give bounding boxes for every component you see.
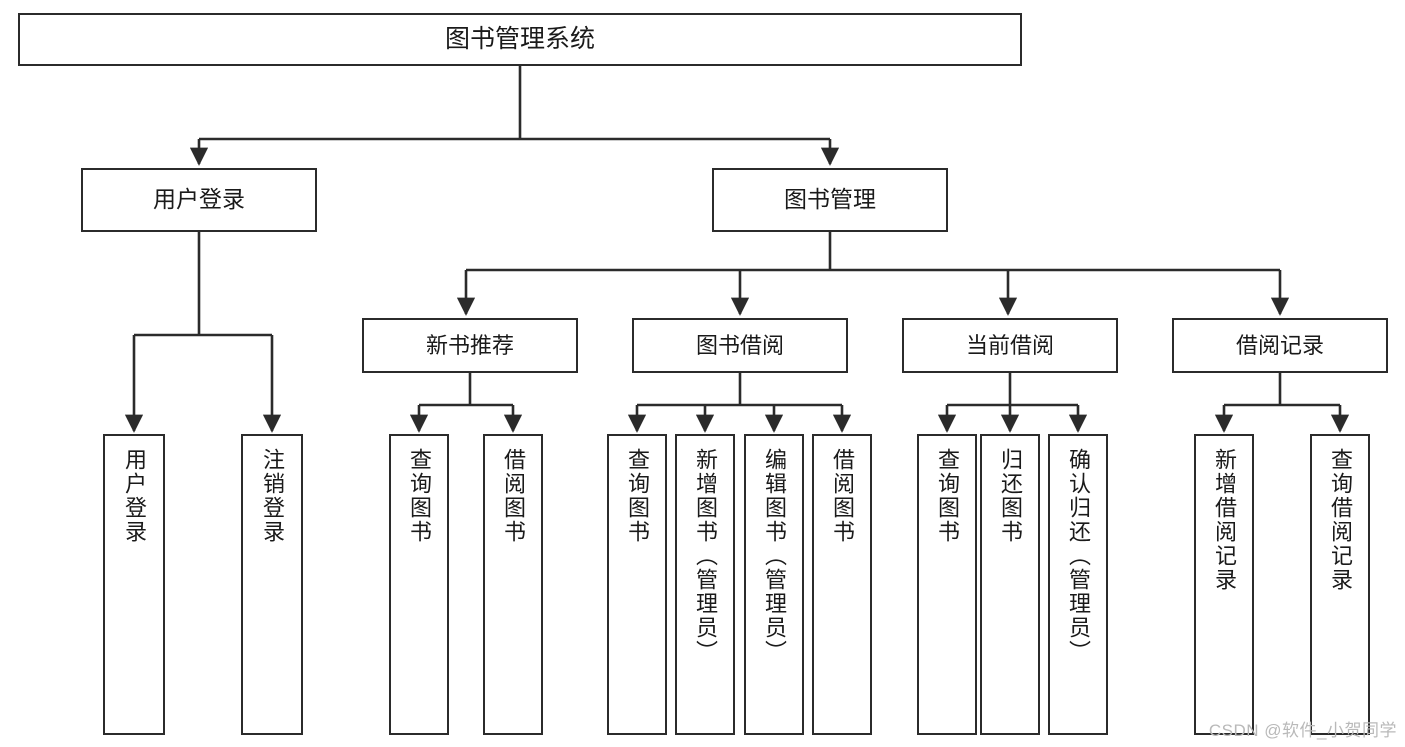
node-leaf-query-book-3-label: 查询图书 (935, 448, 960, 544)
node-leaf-query-book-2-label: 查询图书 (625, 448, 650, 544)
node-leaf-borrow-book-2-label: 借阅图书 (830, 448, 855, 544)
node-leaf-return-book-label: 归还图书 (998, 448, 1023, 544)
node-leaf-add-book-label: 新增图书（管理员） (693, 448, 718, 664)
node-leaf-user-login[interactable]: 用户登录 (103, 434, 165, 735)
node-root-label: 图书管理系统 (444, 24, 595, 53)
watermark-text: CSDN @软件_小贺同学 (1208, 721, 1397, 740)
node-book-manage-label: 图书管理 (784, 186, 876, 213)
node-borrow-record-label: 借阅记录 (1235, 332, 1324, 358)
node-book-manage[interactable]: 图书管理 (712, 168, 948, 232)
node-leaf-return-book[interactable]: 归还图书 (980, 434, 1040, 735)
node-borrow-record[interactable]: 借阅记录 (1172, 318, 1388, 373)
node-leaf-query-book-1[interactable]: 查询图书 (389, 434, 449, 735)
node-leaf-query-record[interactable]: 查询借阅记录 (1310, 434, 1370, 735)
node-leaf-query-book-3[interactable]: 查询图书 (917, 434, 977, 735)
node-leaf-borrow-book-1-label: 借阅图书 (501, 448, 526, 544)
node-leaf-user-login-label: 用户登录 (122, 448, 147, 544)
node-leaf-edit-book[interactable]: 编辑图书（管理员） (744, 434, 804, 735)
node-new-book-recommend-label: 新书推荐 (425, 332, 514, 358)
node-book-borrow[interactable]: 图书借阅 (632, 318, 848, 373)
node-current-borrow[interactable]: 当前借阅 (902, 318, 1118, 373)
node-new-book-recommend[interactable]: 新书推荐 (362, 318, 578, 373)
node-leaf-borrow-book-2[interactable]: 借阅图书 (812, 434, 872, 735)
node-leaf-user-logout-label: 注销登录 (260, 448, 285, 544)
node-leaf-add-record[interactable]: 新增借阅记录 (1194, 434, 1254, 735)
node-user-login-label: 用户登录 (153, 186, 245, 213)
node-current-borrow-label: 当前借阅 (965, 332, 1054, 358)
node-leaf-user-logout[interactable]: 注销登录 (241, 434, 303, 735)
node-user-login[interactable]: 用户登录 (81, 168, 317, 232)
node-leaf-confirm-return[interactable]: 确认归还（管理员） (1048, 434, 1108, 735)
node-leaf-confirm-return-label: 确认归还（管理员） (1066, 448, 1091, 664)
node-leaf-query-book-2[interactable]: 查询图书 (607, 434, 667, 735)
node-leaf-query-record-label: 查询借阅记录 (1328, 448, 1353, 592)
node-book-borrow-label: 图书借阅 (695, 332, 784, 358)
node-leaf-borrow-book-1[interactable]: 借阅图书 (483, 434, 543, 735)
node-leaf-edit-book-label: 编辑图书（管理员） (762, 448, 787, 664)
node-leaf-add-record-label: 新增借阅记录 (1212, 448, 1237, 592)
node-leaf-query-book-1-label: 查询图书 (407, 448, 432, 544)
node-root[interactable]: 图书管理系统 (18, 13, 1022, 66)
node-leaf-add-book[interactable]: 新增图书（管理员） (675, 434, 735, 735)
